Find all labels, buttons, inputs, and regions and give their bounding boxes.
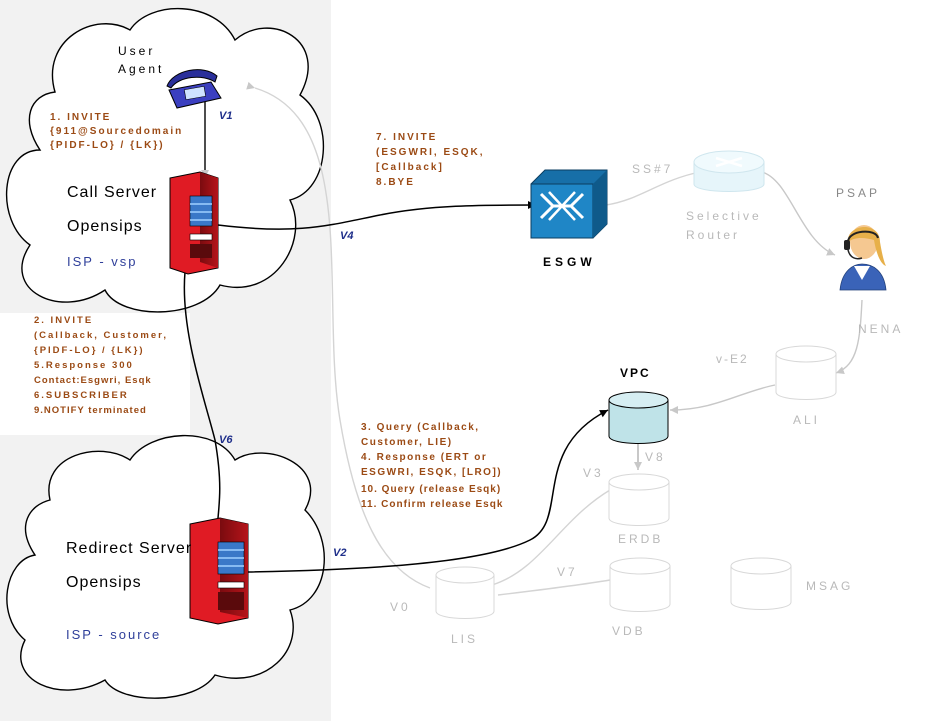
message-5: 5.Response 300 xyxy=(34,360,134,371)
lis-label: LIS xyxy=(451,632,479,646)
invite-1-line: 1. INVITE xyxy=(50,112,112,123)
database-icon xyxy=(775,345,837,400)
server-icon xyxy=(169,171,219,275)
database-icon xyxy=(435,566,495,619)
message-7: [Callback] xyxy=(376,162,444,173)
call-server-software: Opensips xyxy=(67,218,143,235)
server-icon xyxy=(189,517,249,625)
database-icon xyxy=(608,391,669,444)
invite-1-line: {PIDF-LO} / {LK}) xyxy=(50,140,165,151)
vpc-label: VPC xyxy=(620,366,651,380)
nena-label: NENA xyxy=(858,322,904,336)
message-2: (Callback, Customer, xyxy=(34,330,168,341)
vdb-label: VDB xyxy=(612,624,646,638)
interface-v8: V8 xyxy=(645,450,666,464)
connector-v4 xyxy=(209,201,537,230)
database-icon xyxy=(730,557,792,610)
switch-icon xyxy=(530,169,608,239)
connector-ali-vpc xyxy=(669,384,776,414)
database-icon xyxy=(609,557,671,612)
user-agent-label-1: User xyxy=(118,44,156,58)
database-icon xyxy=(608,473,670,526)
interface-v2: V2 xyxy=(333,547,347,559)
cloud-call-server xyxy=(5,7,325,313)
message-2: 2. INVITE xyxy=(34,315,94,326)
telephone-icon xyxy=(166,69,222,109)
selective-router-label: Router xyxy=(686,228,741,242)
interface-v3: V3 xyxy=(583,466,604,480)
interface-v7: V7 xyxy=(557,565,578,579)
connector-psap-ali xyxy=(835,299,863,375)
message-box xyxy=(0,313,190,435)
connector-esgw-router xyxy=(605,171,701,206)
message-10: 10. Query (release Esqk) xyxy=(361,484,502,495)
erdb-label: ERDB xyxy=(618,532,664,546)
interface-ve2: v-E2 xyxy=(716,352,749,366)
message-9: 9.NOTIFY terminated xyxy=(34,405,147,416)
interface-v1: V1 xyxy=(219,110,233,122)
connector-v2 xyxy=(239,409,609,577)
redirect-server-software: Opensips xyxy=(66,574,142,591)
connector-lis-vdb xyxy=(497,579,611,596)
invite-1-line: {911@Sourcedomain xyxy=(50,126,184,137)
message-6: 6.SUBSCRIBER xyxy=(34,390,129,401)
message-2: {PIDF-LO} / {LK}) xyxy=(34,345,145,356)
message-4: 4. Response (ERT or xyxy=(361,452,488,463)
message-4: ESGWRI, ESQK, [LRO]) xyxy=(361,467,503,478)
message-7: 8.BYE xyxy=(376,177,415,188)
connector-router-psap xyxy=(761,171,836,256)
ali-label: ALI xyxy=(793,413,821,427)
esgw-label: ESGW xyxy=(543,255,596,269)
message-5: Contact:Esgwri, Esqk xyxy=(34,375,152,386)
redirect-server-name: Redirect Server xyxy=(66,540,193,557)
message-3: Customer, LIE) xyxy=(361,437,453,448)
call-server-isp: ISP - vsp xyxy=(67,254,138,269)
operator-icon xyxy=(839,225,887,291)
message-7: 7. INVITE xyxy=(376,132,438,143)
interface-v6: V6 xyxy=(219,434,233,446)
message-3: 3. Query (Callback, xyxy=(361,422,480,433)
interface-v0: V0 xyxy=(390,600,411,614)
call-server-name: Call Server xyxy=(67,184,158,201)
cloud-redirect-server xyxy=(6,434,325,699)
ss7-label: SS#7 xyxy=(632,162,674,176)
user-agent-label-2: Agent xyxy=(118,62,165,76)
message-7: (ESGWRI, ESQK, xyxy=(376,147,485,158)
interface-v4: V4 xyxy=(340,230,354,242)
router-icon xyxy=(693,150,765,192)
selective-router-label: Selective xyxy=(686,209,762,223)
psap-label: PSAP xyxy=(836,186,881,200)
msag-label: MSAG xyxy=(806,579,854,593)
redirect-server-isp: ISP - source xyxy=(66,627,162,642)
connector-v6 xyxy=(181,263,222,529)
message-11: 11. Confirm release Esqk xyxy=(361,499,504,510)
